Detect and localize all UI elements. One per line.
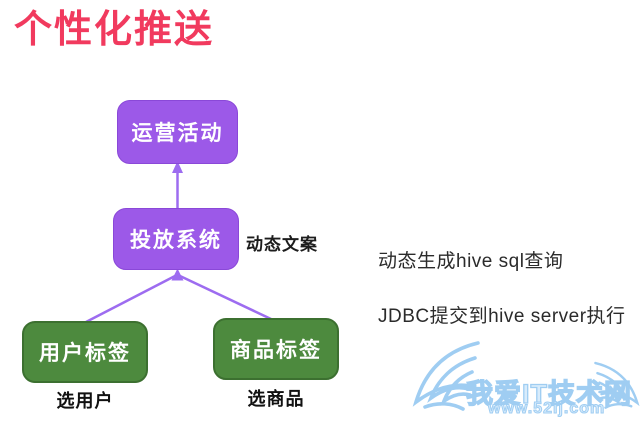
node-delivery-system-label: 投放系统: [130, 229, 222, 252]
note-hive-sql: 动态生成hive sql查询: [378, 251, 564, 272]
label-dynamic-copy: 动态文案: [246, 235, 318, 254]
node-delivery-system: 投放系统: [113, 208, 239, 270]
arrowhead-up-bottom-icon: [171, 268, 184, 281]
node-product-tags-label: 商品标签: [230, 339, 322, 362]
page-title: 个性化推送: [14, 9, 215, 51]
arrow-user-to-delivery: [85, 274, 176, 324]
label-select-product: 选商品: [247, 389, 305, 409]
watermark-left-wing-icon: [412, 341, 480, 411]
node-user-tags-label: 用户标签: [39, 342, 131, 365]
node-operation-activity-label: 运营活动: [131, 122, 224, 145]
node-operation-activity: 运营活动: [117, 100, 238, 164]
watermark: 我爱IT技术网 www.52ij.com: [412, 336, 640, 422]
watermark-right-wing-icon: [594, 361, 640, 409]
note-jdbc-submit: JDBC提交到hive server执行: [378, 306, 626, 327]
node-user-tags: 用户标签: [22, 321, 148, 383]
label-select-user: 选用户: [56, 391, 114, 411]
arrow-product-to-delivery: [179, 274, 272, 321]
node-product-tags: 商品标签: [213, 318, 339, 380]
watermark-site-url: www.52ij.com: [487, 400, 606, 418]
arrowhead-up-top-icon: [172, 161, 183, 173]
